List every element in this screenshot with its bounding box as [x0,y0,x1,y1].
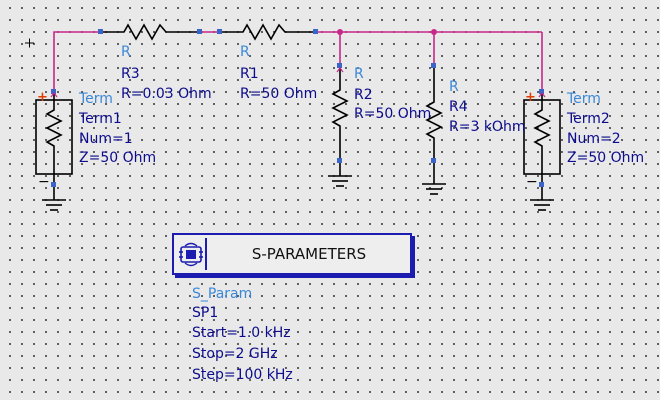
term2-name-label: Term2 [567,111,610,127]
r3-name-label: R3 [121,66,140,82]
term1-z-label[interactable]: Z=50 Ohm [79,150,157,166]
term1-type-label: Term [79,91,113,107]
r1-type-label: R [240,44,250,60]
sparam-step-label[interactable]: Step=100 kHz [192,367,293,383]
s-parameters-controller[interactable]: S-PARAMETERS [172,233,412,275]
sparam-name-label: SP1 [192,305,219,321]
sparam-icon [177,238,207,270]
svg-text:−: − [38,174,50,190]
wires[interactable] [53,31,543,92]
term1-num-label[interactable]: Num=1 [79,131,133,147]
resistor-r3[interactable] [98,23,202,41]
resistor-r4[interactable] [425,63,443,163]
term2-type-label: Term [567,91,601,107]
r4-name-label: R4 [449,99,468,115]
junction-dots [337,29,437,35]
ground-symbol-r4 [422,163,446,195]
r1-value-label[interactable]: R=50 Ohm [240,86,318,102]
term1-name-label: Term1 [79,111,122,127]
svg-text:+: + [37,90,48,105]
svg-text:+: + [525,90,536,105]
term-port-2[interactable]: + − [523,89,561,211]
r4-value-label[interactable]: R=3 kOhm [449,119,526,135]
resistor-r1[interactable] [217,23,318,41]
resistor-r2[interactable] [331,63,349,163]
r1-name-label: R1 [240,66,259,82]
r2-value-label[interactable]: R=50 Ohm [354,106,432,122]
term-port-1[interactable]: + − [35,89,73,211]
r3-value-label[interactable]: R=0.03 Ohm [121,86,212,102]
r2-type-label: R [354,66,364,82]
sparam-stop-label[interactable]: Stop=2 GHz [192,346,278,362]
sparam-title: S-PARAMETERS [251,245,367,263]
origin-marker [25,38,34,48]
svg-text:−: − [526,174,538,190]
r3-type-label: R [121,44,131,60]
ground-symbol-r2 [328,163,352,187]
r2-name-label: R2 [354,87,373,103]
term2-num-label[interactable]: Num=2 [567,131,621,147]
r4-type-label: R [449,79,459,95]
sparam-start-label[interactable]: Start=1.0 kHz [192,325,291,341]
term2-z-label[interactable]: Z=50 Ohm [567,150,645,166]
sparam-type-label: S_Param [192,286,253,302]
